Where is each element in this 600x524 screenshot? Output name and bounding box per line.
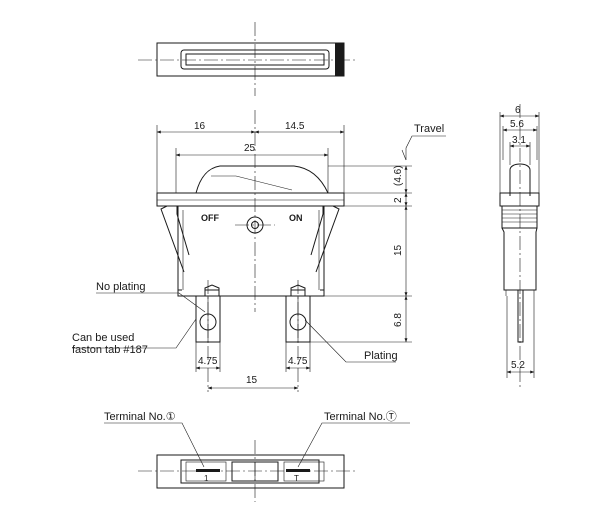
dim-terminal-length: 6.8 [393, 313, 404, 327]
dim-overall: 25 [244, 143, 256, 154]
dim-body-height: 15 [393, 244, 404, 256]
plating-label: Plating [364, 350, 398, 362]
dim-terminal-width-left: 4.75 [198, 356, 218, 367]
dim-side-width: 6 [515, 105, 521, 116]
dim-side-terminal: 5.2 [511, 360, 525, 371]
faston-label-line2: faston tab #187 [72, 344, 148, 356]
dim-terminal-pitch: 15 [246, 375, 258, 386]
terminal-t-label: Terminal No.Ⓣ [324, 410, 397, 423]
dim-side-inner: 5.6 [510, 119, 524, 130]
dim-terminal-width-right: 4.75 [288, 356, 308, 367]
terminal-t-marking: T [294, 474, 299, 483]
dim-right-half: 14.5 [285, 121, 305, 132]
front-view: OFF ON [156, 110, 345, 392]
on-marking: ON [289, 213, 303, 223]
travel-label: Travel [414, 123, 444, 135]
terminal-1-marking: 1 [204, 474, 209, 483]
front-dimensions: 16 14.5 25 (4.6) 2 15 6.8 Travel 4.75 4.… [156, 121, 446, 390]
dim-flange: 2 [393, 197, 404, 203]
dim-left-half: 16 [194, 121, 206, 132]
side-view: 6 5.6 3.1 5.2 [499, 104, 540, 388]
callouts: No plating Can be used faston tab #187 P… [72, 281, 398, 363]
no-plating-label: No plating [96, 281, 146, 293]
terminal-1-label: Terminal No.① [104, 411, 176, 423]
off-marking: OFF [201, 213, 219, 223]
top-view [138, 22, 357, 96]
dim-side-actuator: 3.1 [512, 135, 526, 146]
faston-label-line1: Can be used [72, 332, 134, 344]
dim-travel: (4.6) [393, 165, 404, 186]
bottom-view: 1 T Terminal No.① Terminal No.Ⓣ [104, 410, 410, 502]
